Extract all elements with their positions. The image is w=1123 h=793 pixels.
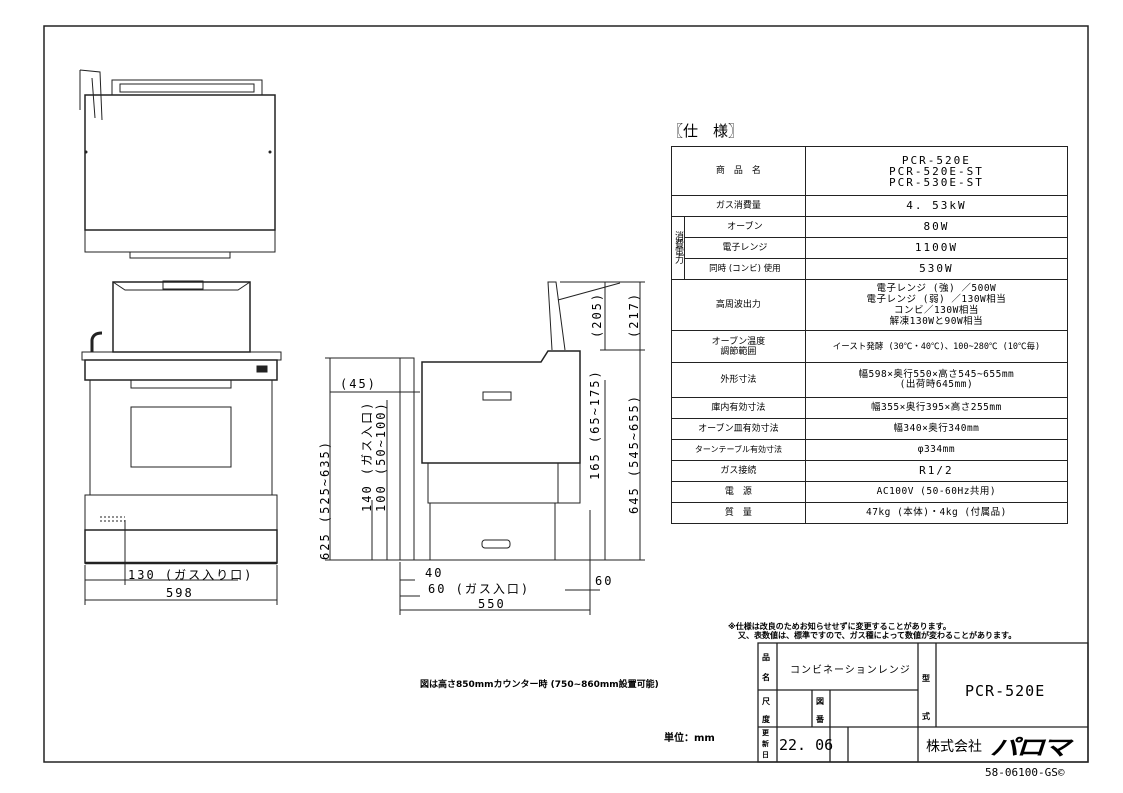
dim-side-217: (217) <box>627 291 641 338</box>
output-line: 電子レンジ (弱) ／130W相当 <box>866 294 1007 305</box>
spec-row-product-name: 商 品 名 PCR-520E PCR-520E-ST PCR-530E-ST <box>671 146 1069 196</box>
updated-label: 更新日 <box>762 729 769 759</box>
dim-side-40: 40 <box>425 566 444 580</box>
dim-side-645: 645 (545~655) <box>627 394 641 514</box>
spec-label: 電 源 <box>671 481 806 503</box>
drawing-number-label: 図番 <box>816 697 824 724</box>
spec-label: オーブン皿有効寸法 <box>671 418 806 440</box>
output-line: コンビ／130W相当 <box>893 305 979 316</box>
dim-side-625: 625 (525~635) <box>318 440 332 560</box>
label-line: 調節範囲 <box>720 346 757 357</box>
dim-side-45: (45) <box>340 377 377 391</box>
value-line: 幅598×奥行550×高さ545~655mm <box>858 369 1015 380</box>
spec-label: 高周波出力 <box>671 279 806 331</box>
company-name: 株式会社 <box>926 739 982 755</box>
dim-front-gas-inlet: 130 (ガス入り口) <box>128 568 254 582</box>
spec-value: 幅340×奥行340mm <box>804 418 1069 440</box>
spec-value: イースト発酵 (30℃・40℃)、100~280℃ (10℃毎) <box>804 330 1069 363</box>
side-view <box>325 281 645 615</box>
dim-side-205: (205) <box>590 291 604 338</box>
power-group-label: 消費電力 <box>673 230 683 263</box>
spec-label: オーブン <box>684 216 806 238</box>
spec-title: 〖仕 様〗 <box>668 122 744 140</box>
spec-value: 幅598×奥行550×高さ545~655mm(出荷時645mm) <box>804 362 1069 398</box>
product-name-label: 品名 <box>762 653 770 682</box>
spec-row: オーブン温度調節範囲イースト発酵 (30℃・40℃)、100~280℃ (10℃… <box>671 330 1069 363</box>
spec-value: 電子レンジ (強) ／500W 電子レンジ (弱) ／130W相当 コンビ／13… <box>804 279 1069 331</box>
spec-label: ガス接続 <box>671 460 806 482</box>
spec-label: 質 量 <box>671 502 806 524</box>
spec-row: 外形寸法 幅598×奥行550×高さ545~655mm(出荷時645mm) <box>671 362 1069 398</box>
model-label: 型式 <box>922 674 930 721</box>
spec-label: 外形寸法 <box>671 362 806 398</box>
spec-label: 同時 (コンビ) 使用 <box>684 258 806 280</box>
title-block-lines <box>757 642 1089 763</box>
dim-side-165: 165 (65~175) <box>588 369 602 480</box>
drawing-frame <box>43 25 1089 763</box>
product-name: コンビネーションレンジ <box>790 665 911 676</box>
spec-group-label: 消費電力 <box>671 216 685 280</box>
spec-value: 80W <box>804 216 1069 238</box>
model-line: PCR-530E-ST <box>888 175 984 189</box>
note-line: ※仕様は改良のためお知らせせずに変更することがあります。 <box>728 622 951 631</box>
spec-value: φ334mm <box>804 439 1069 461</box>
spec-value: AC100V (50-60Hz共用) <box>804 481 1069 503</box>
dim-side-100: 100 (50~100) <box>374 401 388 512</box>
dim-side-140: 140 (ガス入口) <box>360 400 374 512</box>
paloma-logo: パロマ <box>990 736 1071 761</box>
unit-label: 単位：mm <box>664 733 715 744</box>
model-line: PCR-520E <box>901 153 971 167</box>
note-line: 又、表数値は、標準ですので、ガス種によって数値が変わることがあります。 <box>738 631 1017 640</box>
spec-value: PCR-520E PCR-520E-ST PCR-530E-ST <box>804 146 1069 196</box>
counter-note: 図は高さ850mmカウンター時 (750~860mm設置可能) <box>420 680 659 690</box>
label-line: オーブン温度 <box>711 336 766 347</box>
scale-label: 尺度 <box>762 697 770 724</box>
spec-value: 幅355×奥行395×高さ255mm <box>804 397 1069 419</box>
value-line: (出荷時645mm) <box>899 379 974 390</box>
dim-side-60: 60 <box>595 574 614 588</box>
spec-label: ターンテーブル有効寸法 <box>671 439 806 461</box>
spec-value: 530W <box>804 258 1069 280</box>
spec-label: ガス消費量 <box>671 195 806 217</box>
spec-value: 47kg (本体)・4kg (付属品) <box>804 502 1069 524</box>
updated-date: 22. 06 <box>779 736 834 754</box>
spec-value: 1100W <box>804 237 1069 259</box>
output-line: 解凍130Wと90W相当 <box>889 316 984 327</box>
dim-side-60-gas: 60 (ガス入口) <box>428 582 531 596</box>
model-number: PCR-520E <box>965 682 1046 700</box>
spec-row: オーブン皿有効寸法幅340×奥行340mm <box>671 418 1069 440</box>
output-line: 電子レンジ (強) ／500W <box>876 283 997 294</box>
spec-table: 商 品 名 PCR-520E PCR-520E-ST PCR-530E-ST ガ… <box>671 146 1069 524</box>
spec-label: 庫内有効寸法 <box>671 397 806 419</box>
front-view <box>81 280 282 605</box>
spec-row: 庫内有効寸法幅355×奥行395×高さ255mm <box>671 397 1069 419</box>
spec-value: 4. 53kW <box>804 195 1069 217</box>
spec-row: 高周波出力 電子レンジ (強) ／500W 電子レンジ (弱) ／130W相当 … <box>671 279 1069 331</box>
document-code: 58-06100-GS© <box>985 766 1065 779</box>
spec-label: オーブン温度調節範囲 <box>671 330 806 363</box>
top-view <box>79 69 276 259</box>
spec-value: R1/2 <box>804 460 1069 482</box>
spec-notes: ※仕様は改良のためお知らせせずに変更することがあります。 又、表数値は、標準です… <box>728 622 1016 640</box>
spec-label: 商 品 名 <box>671 146 806 196</box>
dim-side-550: 550 <box>478 597 506 611</box>
spec-label: 電子レンジ <box>684 237 806 259</box>
model-line: PCR-520E-ST <box>888 164 984 178</box>
dim-front-width: 598 <box>166 586 194 600</box>
